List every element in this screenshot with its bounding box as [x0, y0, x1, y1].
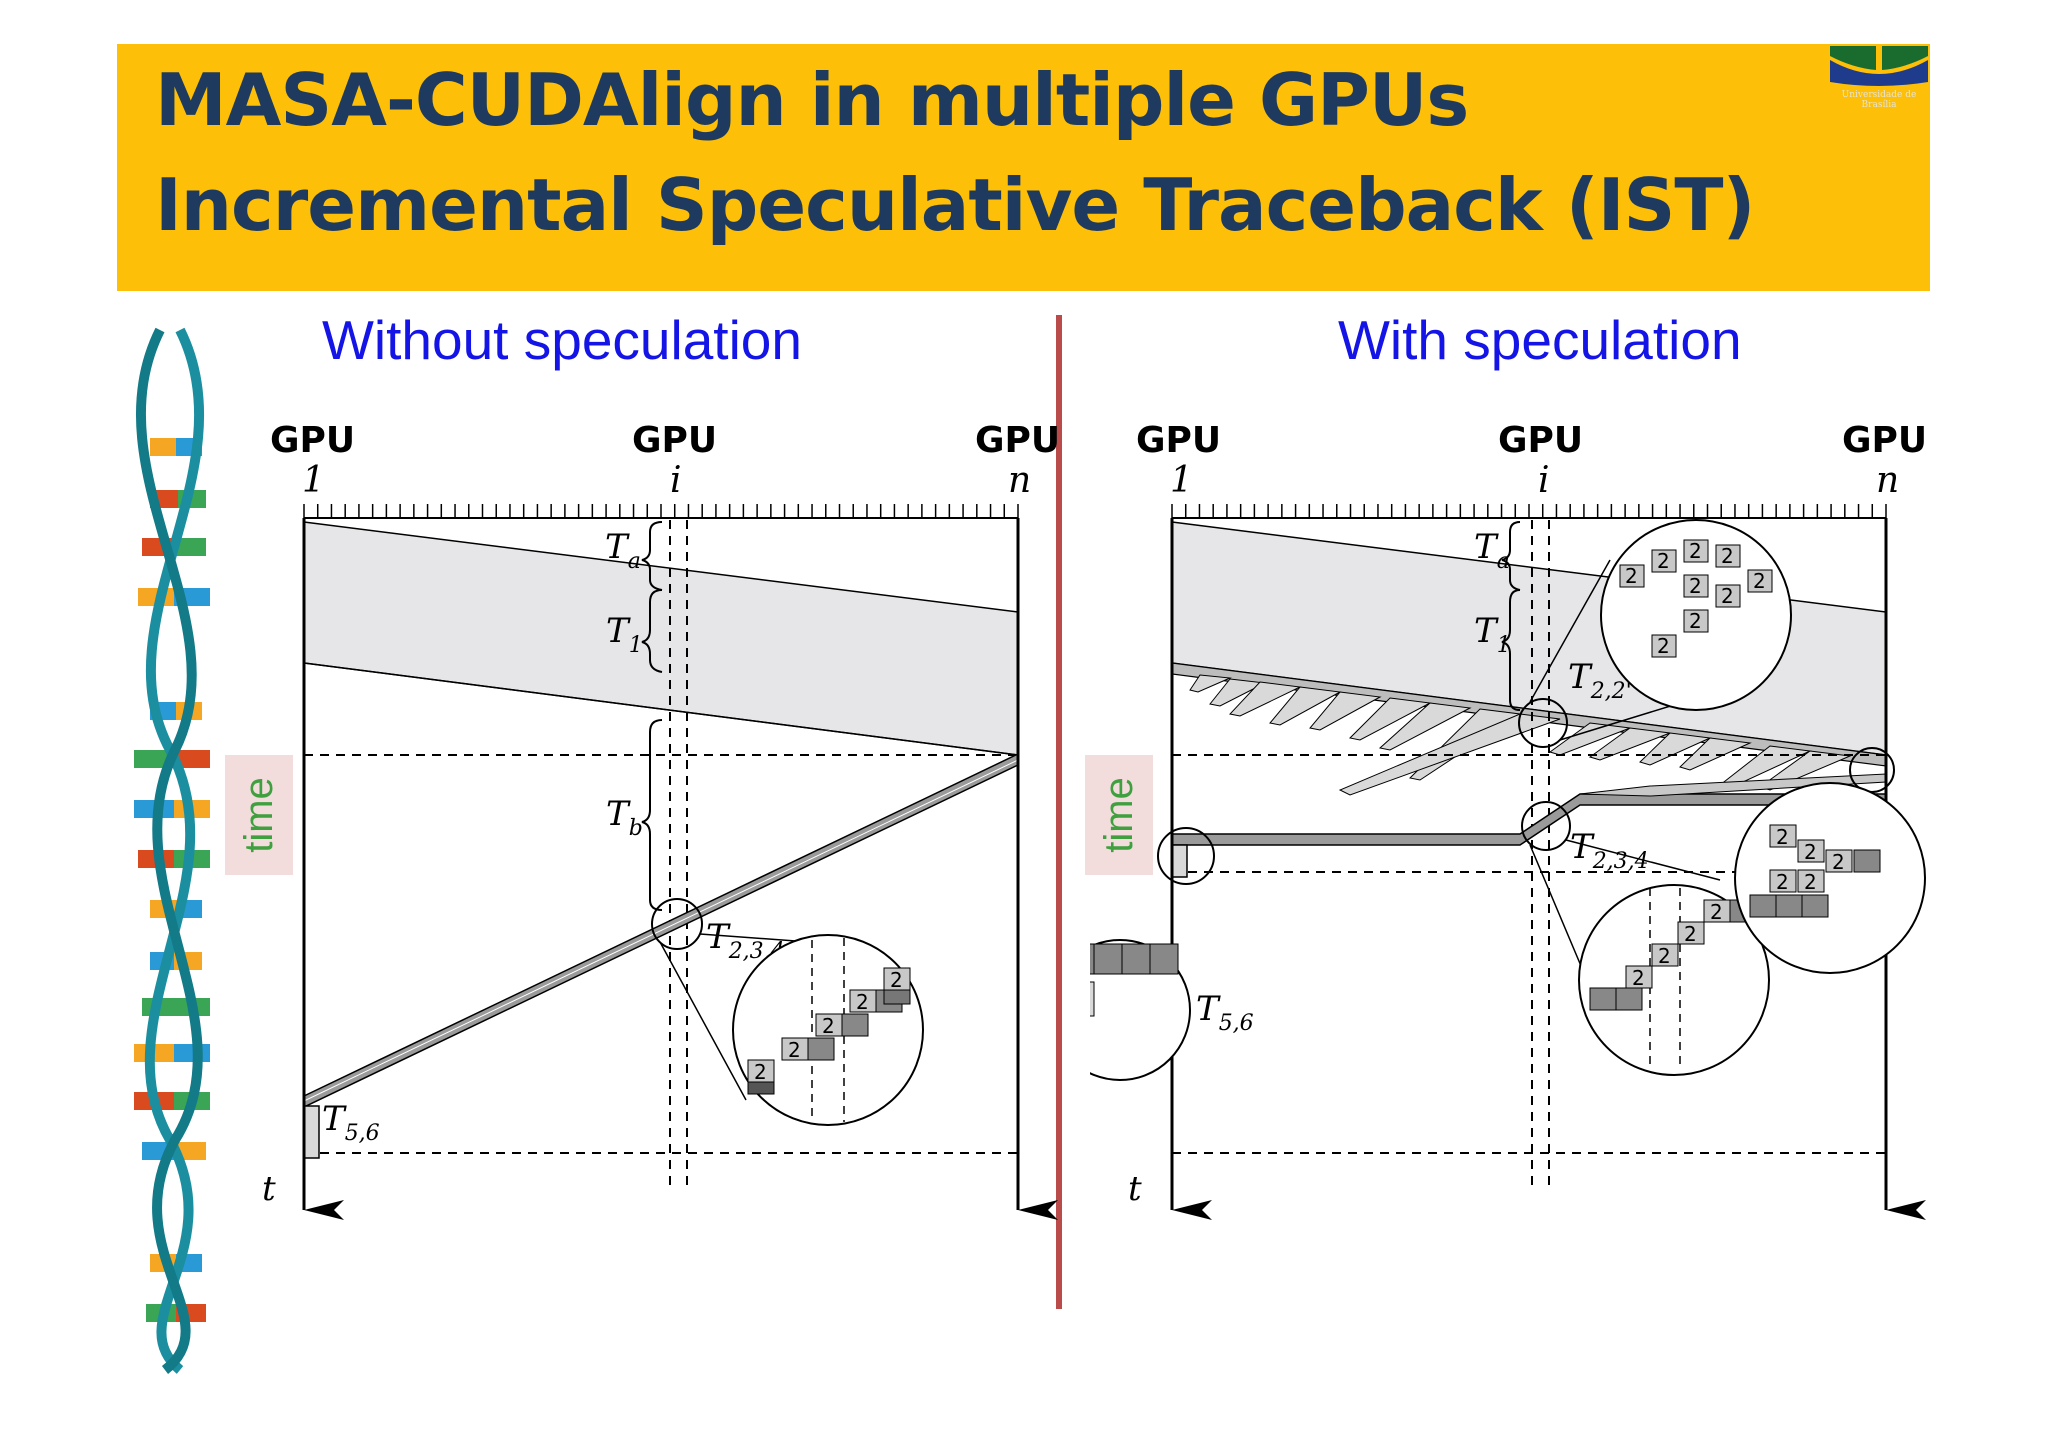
right-gpu-label-n: GPU	[1842, 420, 1927, 461]
right-panel-title: With speculation	[1338, 309, 1742, 371]
svg-text:2: 2	[1776, 825, 1789, 849]
svg-text:2: 2	[1710, 900, 1723, 924]
svg-text:T2,2': T2,2'	[1568, 657, 1632, 704]
right-t1-sub: 1	[1497, 633, 1511, 658]
right-gpu-index-n: n	[1876, 460, 1899, 501]
panel-divider	[1056, 315, 1062, 1309]
right-t-axis-label: t	[1128, 1169, 1142, 1209]
left-tb-sub: b	[629, 816, 643, 841]
svg-text:2: 2	[1721, 584, 1734, 608]
svg-text:T1: T1	[1474, 611, 1511, 658]
university-logo	[1828, 44, 1930, 100]
slide-title-line-1: MASA-CUDAlign in multiple GPUs	[155, 58, 1469, 142]
right-ta-label: T	[1474, 527, 1499, 567]
right-zoom-right-cells: 2 2 2 2 2	[1749, 824, 1881, 918]
svg-text:T1: T1	[606, 611, 643, 658]
svg-text:2: 2	[1632, 966, 1645, 990]
left-t56-label: T	[322, 1099, 347, 1139]
svg-text:2: 2	[1689, 574, 1702, 598]
svg-text:2: 2	[856, 990, 869, 1014]
slide-title-line-2: Incremental Speculative Traceback (IST)	[155, 163, 1755, 247]
right-ta-sub: a	[1497, 549, 1510, 574]
left-gpu-label-1: GPU	[270, 420, 355, 461]
svg-text:2: 2	[1832, 850, 1845, 874]
svg-text:T5,6: T5,6	[322, 1099, 380, 1146]
left-t-axis-label: t	[262, 1169, 276, 1209]
right-tick-ruler	[1171, 504, 1887, 518]
left-ta-sub: a	[628, 549, 641, 574]
right-diagram: GPU GPU GPU 1 i n t Ta T1 T2,2' T2,3,	[1090, 420, 1927, 1220]
left-gpu-label-n: GPU	[975, 420, 1060, 461]
left-panel-title: Without speculation	[322, 309, 802, 371]
svg-text:2: 2	[890, 968, 903, 992]
svg-text:2: 2	[1689, 609, 1702, 633]
left-time-box: time	[225, 755, 293, 875]
right-t234-sub: 2,3,4	[1592, 849, 1649, 874]
right-zoom-circle-right	[1734, 782, 1926, 974]
svg-text:2: 2	[1684, 922, 1697, 946]
svg-text:2: 2	[1804, 840, 1817, 864]
right-t56-sub: 5,6	[1219, 1011, 1254, 1036]
left-t234-label: T	[706, 917, 731, 957]
svg-text:T2,3,4: T2,3,4	[1570, 827, 1649, 874]
right-time-box: time	[1085, 755, 1153, 875]
left-gpu-label-i: GPU	[632, 420, 717, 461]
svg-text:2: 2	[1776, 870, 1789, 894]
left-tick-ruler	[303, 504, 1019, 518]
svg-text:2: 2	[1721, 544, 1734, 568]
dna-helix-illustration	[134, 327, 210, 1374]
left-t56-sub: 5,6	[345, 1121, 380, 1146]
svg-text:2: 2	[1657, 549, 1670, 573]
svg-text:2: 2	[1625, 564, 1638, 588]
svg-text:T5,6: T5,6	[1196, 989, 1254, 1036]
left-t1-sub: 1	[629, 633, 643, 658]
svg-text:2: 2	[754, 1060, 767, 1084]
title-banner	[117, 44, 1930, 291]
svg-text:2: 2	[1689, 539, 1702, 563]
svg-text:2: 2	[1804, 870, 1817, 894]
right-t22-label: T	[1568, 657, 1593, 697]
right-gpu-index-i: i	[1538, 460, 1550, 501]
svg-text:2: 2	[1657, 634, 1670, 658]
right-t56-label: T	[1196, 989, 1221, 1029]
left-t1-label: T	[606, 611, 631, 651]
left-gpu-index-n: n	[1008, 460, 1031, 501]
right-gpu-label-1: GPU	[1136, 420, 1221, 461]
left-diagram: GPU GPU GPU 1 i n t Ta T1 Tb T2,3,4 T5,6…	[262, 420, 1060, 1220]
right-zoom-circle-left	[1090, 939, 1191, 1081]
svg-text:2: 2	[788, 1038, 801, 1062]
svg-text:2: 2	[1753, 569, 1766, 593]
right-gpu-label-i: GPU	[1498, 420, 1583, 461]
svg-text:2: 2	[822, 1014, 835, 1038]
right-t1-label: T	[1474, 611, 1499, 651]
svg-text:Tb: Tb	[606, 794, 643, 841]
left-gpu-index-i: i	[670, 460, 682, 501]
left-ta-label: T	[605, 527, 630, 567]
right-zoom-left-cells	[1090, 943, 1179, 1017]
right-gpu-index-1: 1	[1170, 460, 1193, 501]
svg-text:Ta: Ta	[605, 527, 641, 574]
left-tb-label: T	[606, 794, 631, 834]
right-zoom-top-cells: 2 2 2 2 2 2 2 2 2	[1619, 539, 1773, 658]
svg-text:Ta: Ta	[1474, 527, 1510, 574]
left-zoom-cells: 2 2 2 2 2	[747, 967, 911, 1095]
svg-text:2: 2	[1658, 944, 1671, 968]
left-gpu-index-1: 1	[302, 460, 325, 501]
right-zoom-circle-middle	[1578, 884, 1770, 1076]
logo-caption: Universidade de Brasília	[1841, 90, 1917, 110]
right-t22-sub: 2,2'	[1590, 679, 1632, 704]
